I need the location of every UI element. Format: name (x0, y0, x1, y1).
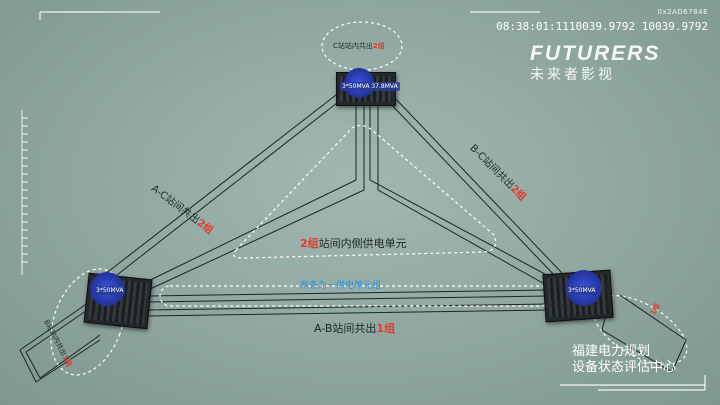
station-c-text: C站站内共出 (333, 42, 373, 50)
center-unit-label: 2组站间内侧供电单元 (300, 235, 407, 251)
logo-wordmark: FUTURERS (530, 42, 661, 65)
capacity-badge-c: 3*50MVA 37.8MVA (340, 82, 400, 91)
brand-logo: FUTURERS 未来者影视 (530, 42, 660, 84)
hud-code: 0x2AD6784E (657, 8, 708, 16)
hud-timecode: 08:38:01:1110039.9792 10039.9792 (496, 20, 708, 33)
inner-cables (139, 104, 557, 291)
hud-frame (39, 11, 706, 391)
capacity-badge-b: 3*50MVA (566, 286, 598, 295)
side-ab-label: A-B站间共出1组 (314, 320, 395, 336)
station-c-label: C站站内共出2组 (333, 41, 385, 51)
side-ab-text: A-B站间共出 (314, 322, 377, 335)
outer-cables (99, 94, 563, 317)
capacity-badge-a: 3*50MVA (94, 286, 126, 295)
center-text: 站间内侧供电单元 (318, 237, 407, 250)
caption-block: 福建电力规划 设备状态评估中心 (572, 344, 676, 376)
station-c-num: 2组 (372, 42, 385, 50)
left-ruler (21, 110, 28, 275)
logo-cn-text: 未来者影视 (530, 67, 615, 83)
unit-group-note: 两条为一供电单元组 (300, 281, 382, 291)
caption-line2: 设备状态评估中心 (572, 360, 677, 375)
side-ab-num: 1组 (376, 322, 396, 335)
caption-line1: 福建电力规划 (572, 344, 651, 359)
center-num: 2组 (300, 237, 319, 250)
outlying-loops (19, 294, 687, 383)
